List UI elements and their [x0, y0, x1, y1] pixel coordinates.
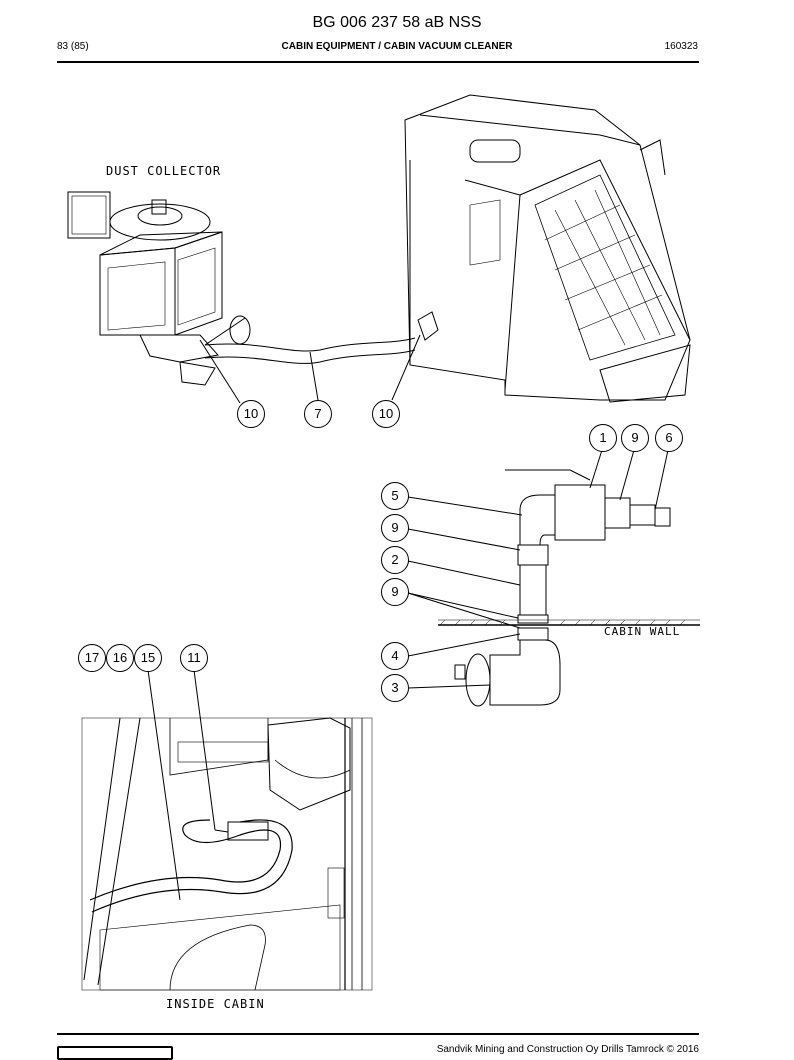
hose-drawing [204, 317, 416, 364]
callout-17: 17 [78, 644, 106, 672]
cabin-drawing [404, 94, 691, 403]
callout-7: 7 [304, 400, 332, 428]
document-number: BG 006 237 58 aB NSS [312, 14, 482, 31]
callout-3: 3 [381, 674, 409, 702]
callout-16: 16 [106, 644, 134, 672]
dust-collector-label: DUST COLLECTOR [106, 164, 222, 178]
callout-10-left: 10 [237, 400, 265, 428]
footer-rule [57, 1033, 699, 1035]
inside-cabin-drawing [81, 717, 373, 991]
callout-9-low: 9 [381, 578, 409, 606]
company-logo [57, 1046, 173, 1060]
callout-2: 2 [381, 546, 409, 574]
callout-9-mid: 9 [381, 514, 409, 542]
callout-15: 15 [134, 644, 162, 672]
callout-5: 5 [381, 482, 409, 510]
dust-collector-drawing [67, 191, 251, 386]
cross-section-drawing [438, 469, 700, 707]
copyright-text: Sandvik Mining and Construction Oy Drill… [436, 1044, 699, 1055]
header-rule [57, 61, 699, 63]
callout-9-top: 9 [621, 424, 649, 452]
cabin-wall-label: CABIN WALL [604, 625, 681, 638]
section-title: CABIN EQUIPMENT / CABIN VACUUM CLEANER [281, 41, 513, 52]
callout-11: 11 [180, 644, 208, 672]
callout-1: 1 [589, 424, 617, 452]
page-number: 83 (85) [57, 41, 89, 52]
date-code: 160323 [664, 41, 698, 52]
callout-4: 4 [381, 642, 409, 670]
inside-cabin-label: INSIDE CABIN [166, 997, 265, 1011]
callout-10-right: 10 [372, 400, 400, 428]
callout-6: 6 [655, 424, 683, 452]
